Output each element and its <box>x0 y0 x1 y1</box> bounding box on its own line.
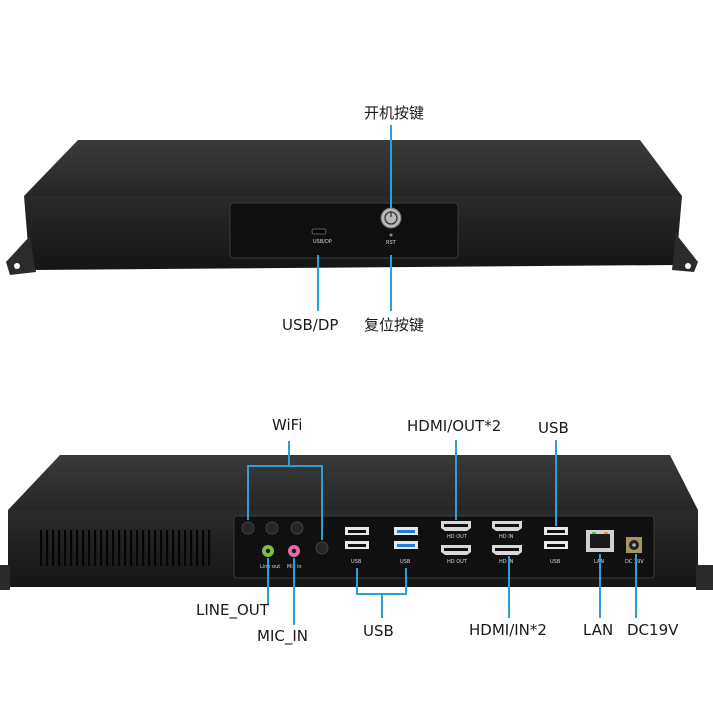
back-callouts <box>247 440 637 625</box>
line-out-label: LINE_OUT <box>196 601 269 619</box>
front-left-ear <box>6 236 36 275</box>
vent-slots <box>40 530 211 566</box>
usb-c-port[interactable] <box>311 228 327 235</box>
hd-out-port-label-1: HD OUT <box>447 534 468 540</box>
front-chassis-top <box>24 140 682 196</box>
wifi-label: WiFi <box>272 416 303 434</box>
hd-in-port-label-2: HD IN <box>499 559 514 565</box>
reset-pinhole[interactable] <box>389 233 393 237</box>
dc-label: DC19V <box>627 621 679 639</box>
wifi-antenna-hole <box>315 541 329 555</box>
hd-out-port-label-2: HD OUT <box>447 559 468 565</box>
back-right-ear <box>696 565 713 590</box>
wifi-antenna-hole <box>290 521 304 535</box>
line-out-port-label: Line out <box>260 564 280 570</box>
usb-bottom-label: USB <box>363 622 394 640</box>
hd-in-port-label-1: HD IN <box>499 534 514 540</box>
usb-dp-port-label: USB/DP <box>313 239 332 245</box>
reset-button-label: 复位按键 <box>364 316 425 334</box>
back-chassis-top <box>8 455 698 510</box>
back-unit: Line out Mic in USB USB HD OUT HD OUT HD… <box>0 455 713 590</box>
rst-port-label: RST <box>386 240 397 246</box>
usb-port-label-3: USB <box>550 559 561 565</box>
mic-in-label: MIC_IN <box>257 627 308 645</box>
usb-port-label-2: USB <box>400 559 411 565</box>
usb-dp-label: USB/DP <box>282 316 339 334</box>
dc-port-label: DC 19V <box>625 559 644 565</box>
power-button-label: 开机按键 <box>364 104 425 122</box>
usb-top-label: USB <box>538 419 569 437</box>
front-unit: USB/DP RST <box>6 140 698 275</box>
front-callouts <box>317 125 392 311</box>
lan-label: LAN <box>583 621 614 639</box>
front-right-ear <box>672 234 698 272</box>
front-panel <box>229 202 459 259</box>
hdmi-in-label: HDMI/IN*2 <box>469 621 547 639</box>
wifi-antenna-hole <box>241 521 255 535</box>
back-left-ear <box>0 565 10 590</box>
usb-port-label-1: USB <box>351 559 362 565</box>
hdmi-out-label: HDMI/OUT*2 <box>407 417 502 435</box>
wifi-antenna-hole <box>265 521 279 535</box>
